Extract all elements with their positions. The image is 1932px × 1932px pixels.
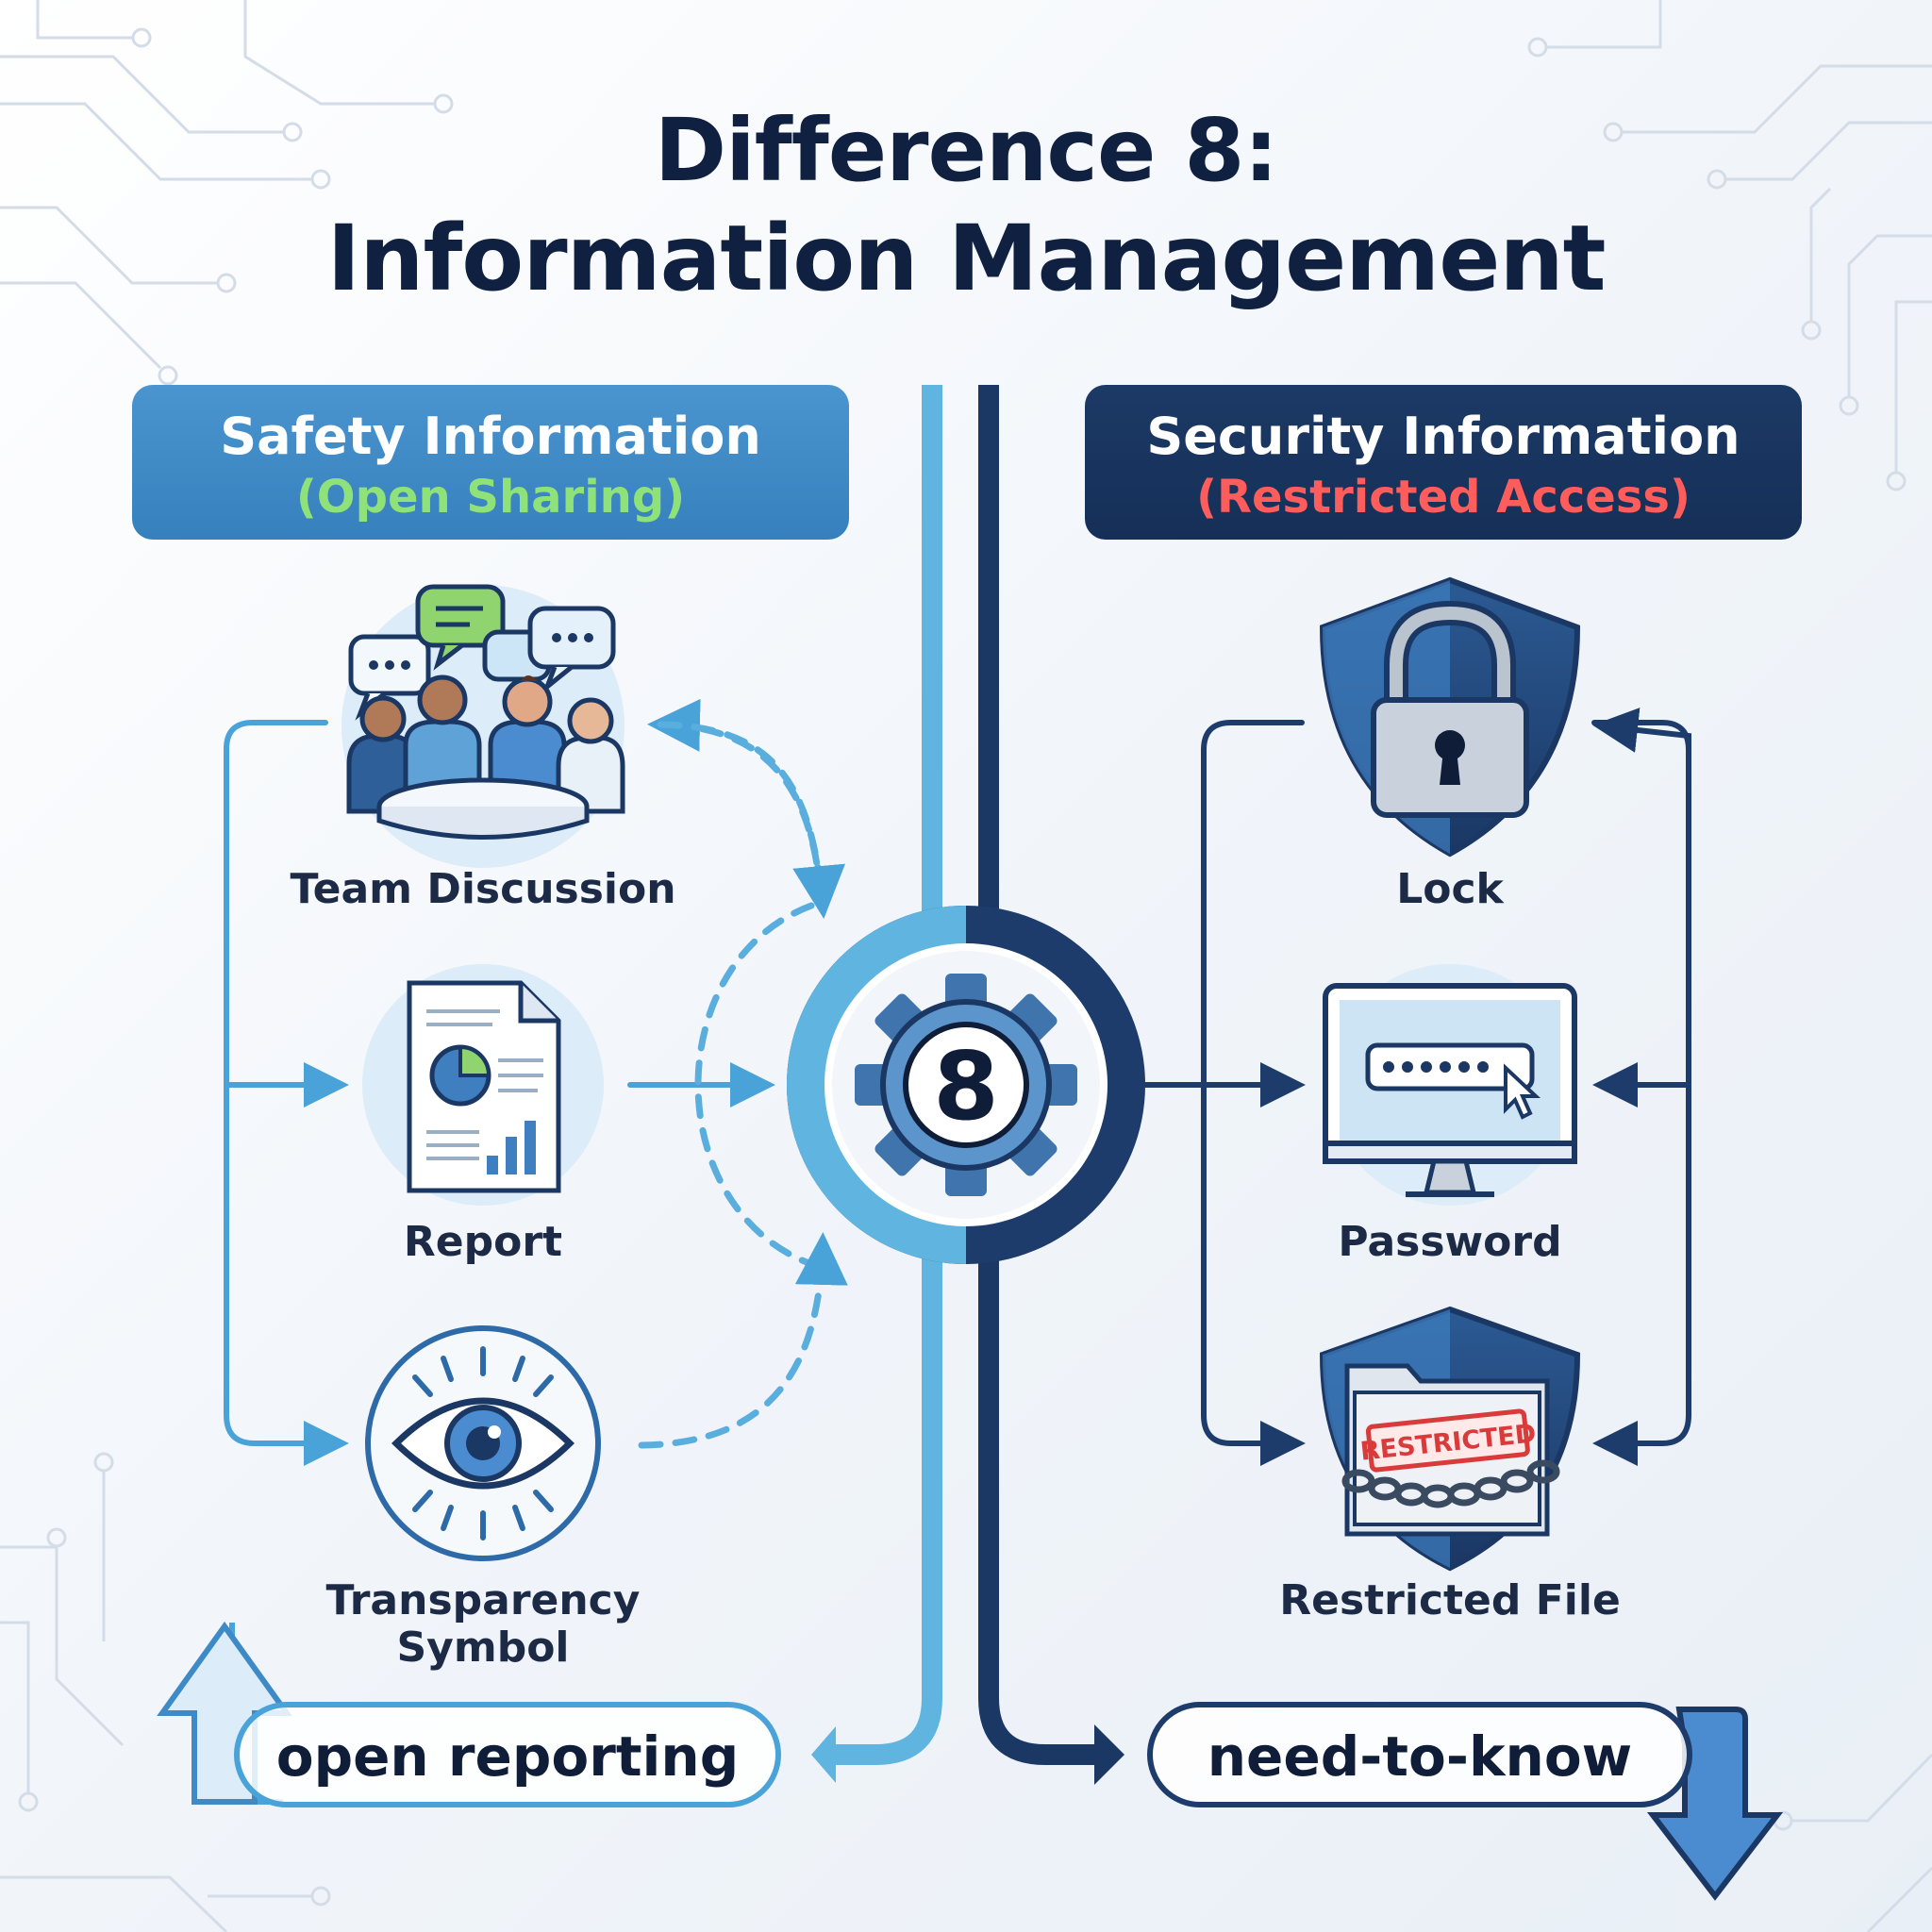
page-title-line2: Information Management bbox=[326, 206, 1606, 311]
right-flow-lines bbox=[1141, 708, 1691, 1466]
need-to-know-pill: need-to-know bbox=[1147, 1702, 1692, 1807]
page-title-line1: Difference 8: bbox=[654, 100, 1278, 201]
lock-label: Lock bbox=[1396, 865, 1504, 913]
safety-header-subtitle: (Open Sharing) bbox=[295, 471, 686, 524]
team-discussion-label: Team Discussion bbox=[290, 865, 676, 913]
security-header-title: Security Information bbox=[1146, 407, 1740, 466]
report-label: Report bbox=[403, 1218, 563, 1266]
need-to-know-down-arrow bbox=[1646, 1707, 1784, 1901]
left-dashed-arrows bbox=[638, 698, 848, 1449]
safety-header-title: Safety Information bbox=[220, 407, 761, 466]
report-icon bbox=[362, 964, 604, 1206]
central-divider bbox=[811, 385, 1124, 1785]
restricted-file-icon: RESTRICTED bbox=[1319, 1306, 1581, 1572]
safety-information-header: Safety Information (Open Sharing) bbox=[132, 385, 849, 540]
padlock-shield-icon bbox=[1319, 576, 1581, 858]
gear-icon bbox=[855, 974, 1077, 1196]
transparency-symbol-label: Transparency Symbol bbox=[325, 1576, 641, 1672]
center-number: 8 bbox=[933, 1031, 999, 1141]
restricted-file-label: Restricted File bbox=[1279, 1576, 1621, 1624]
security-header-subtitle: (Restricted Access) bbox=[1196, 471, 1690, 524]
security-information-header: Security Information (Restricted Access) bbox=[1085, 385, 1802, 540]
password-label: Password bbox=[1338, 1218, 1562, 1266]
team-discussion-icon bbox=[341, 584, 625, 868]
eye-icon bbox=[365, 1325, 601, 1561]
password-monitor-icon bbox=[1323, 964, 1577, 1206]
open-reporting-pill: open reporting bbox=[234, 1702, 781, 1807]
